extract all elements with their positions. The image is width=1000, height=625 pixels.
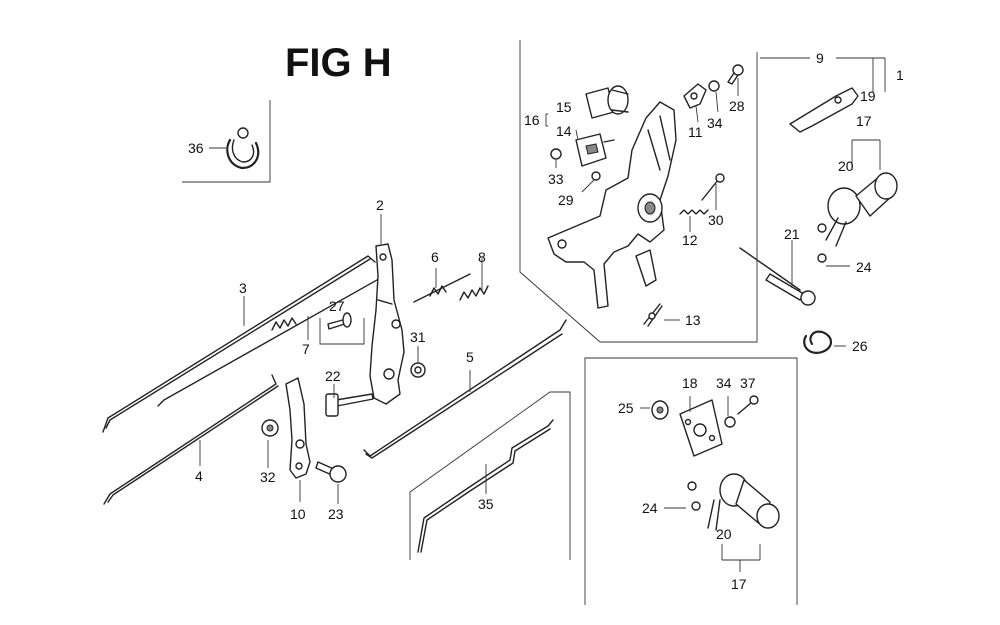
part-6-spring-rod	[413, 273, 471, 303]
callout-30: 30	[708, 212, 724, 228]
part-20-knob-lower	[707, 473, 780, 531]
part-37-screw	[737, 395, 759, 415]
inset-frame-lower-right	[584, 357, 798, 605]
callout-37: 37	[740, 375, 756, 391]
callout-36: 36	[188, 140, 204, 156]
part-8-spring	[459, 285, 489, 301]
part-2-governor-arm	[369, 243, 405, 405]
callout-24-lower: 24	[642, 500, 658, 516]
leader-lines	[199, 57, 886, 572]
callout-24-upper: 24	[856, 259, 872, 275]
part-34-washer-lower	[724, 416, 736, 428]
callout-34-upper: 34	[707, 115, 723, 131]
part-15-stop-switch	[585, 85, 629, 119]
control-bracket-assembly	[547, 101, 677, 309]
part-19-plate	[789, 87, 859, 133]
callout-13: 13	[685, 312, 701, 328]
part-25-nut	[651, 400, 669, 420]
part-28-bolt	[727, 64, 744, 85]
callout-34-lower: 34	[716, 375, 732, 391]
callout-18: 18	[682, 375, 698, 391]
part-30-screw	[701, 173, 725, 201]
callout-15: 15	[556, 99, 572, 115]
callout-labels: 36 2 3 7 27 6 8 31 5 22 4 32 10 23 35 16…	[188, 50, 904, 592]
callout-1: 1	[896, 67, 904, 83]
callout-27: 27	[329, 298, 345, 314]
part-7-rod-spring	[157, 275, 385, 407]
part-5-rod	[363, 319, 567, 459]
callout-17-upper: 17	[856, 113, 872, 129]
callout-33: 33	[548, 171, 564, 187]
inset-frame-control-assembly	[519, 40, 758, 343]
callout-4: 4	[195, 468, 203, 484]
part-29-screw	[591, 171, 601, 181]
part-31-nut	[410, 362, 426, 378]
part-23-bolt	[315, 461, 347, 483]
part-13-clip	[643, 303, 663, 327]
part-24-screw-lower	[687, 481, 701, 511]
callout-25: 25	[618, 400, 634, 416]
part-26-clip	[803, 330, 833, 354]
callout-31: 31	[410, 329, 426, 345]
callout-32: 32	[260, 469, 276, 485]
part-3-rod	[102, 255, 376, 433]
part-11-lever	[683, 83, 707, 109]
inset-frames	[182, 40, 798, 605]
part-27-bolt	[327, 312, 352, 330]
figure-title: FIG H	[285, 41, 392, 85]
callout-21: 21	[784, 226, 800, 242]
callout-9: 9	[816, 50, 824, 66]
callout-16: 16	[524, 112, 540, 128]
part-4-rod	[103, 374, 279, 505]
callout-35: 35	[478, 496, 494, 512]
part-20-knob-upper	[825, 172, 898, 247]
callout-28: 28	[729, 98, 745, 114]
callout-10: 10	[290, 506, 306, 522]
part-12-spring	[679, 209, 709, 215]
part-35-bent-rod	[417, 419, 554, 553]
callout-20-upper: 20	[838, 158, 854, 174]
callout-12: 12	[682, 232, 698, 248]
part-32-washer	[261, 419, 279, 437]
callout-22: 22	[325, 368, 341, 384]
callout-17-lower: 17	[731, 576, 747, 592]
callout-29: 29	[558, 192, 574, 208]
part-14-switch-block	[575, 133, 615, 167]
part-36-clip	[226, 127, 260, 170]
inset-frame-35	[409, 391, 571, 560]
part-18-bracket	[679, 399, 723, 457]
callout-11: 11	[688, 124, 703, 140]
part-21-bolt	[739, 247, 816, 306]
callout-19: 19	[860, 88, 876, 104]
part-24-screw-upper	[817, 223, 827, 263]
callout-7: 7	[302, 341, 310, 357]
callout-20-lower: 20	[716, 526, 732, 542]
callout-23: 23	[328, 506, 344, 522]
callout-26: 26	[852, 338, 868, 354]
callout-3: 3	[239, 280, 247, 296]
part-34-washer	[708, 80, 720, 92]
part-10-lever	[285, 377, 311, 479]
callout-8: 8	[478, 249, 486, 265]
part-33-nut	[550, 148, 562, 160]
inset-frame-36	[182, 100, 271, 183]
callout-5: 5	[466, 349, 474, 365]
callout-6: 6	[431, 249, 439, 265]
callout-14: 14	[556, 123, 572, 139]
inset-frame-27	[319, 318, 365, 345]
callout-2: 2	[376, 197, 384, 213]
part-22-bolt	[325, 393, 374, 417]
